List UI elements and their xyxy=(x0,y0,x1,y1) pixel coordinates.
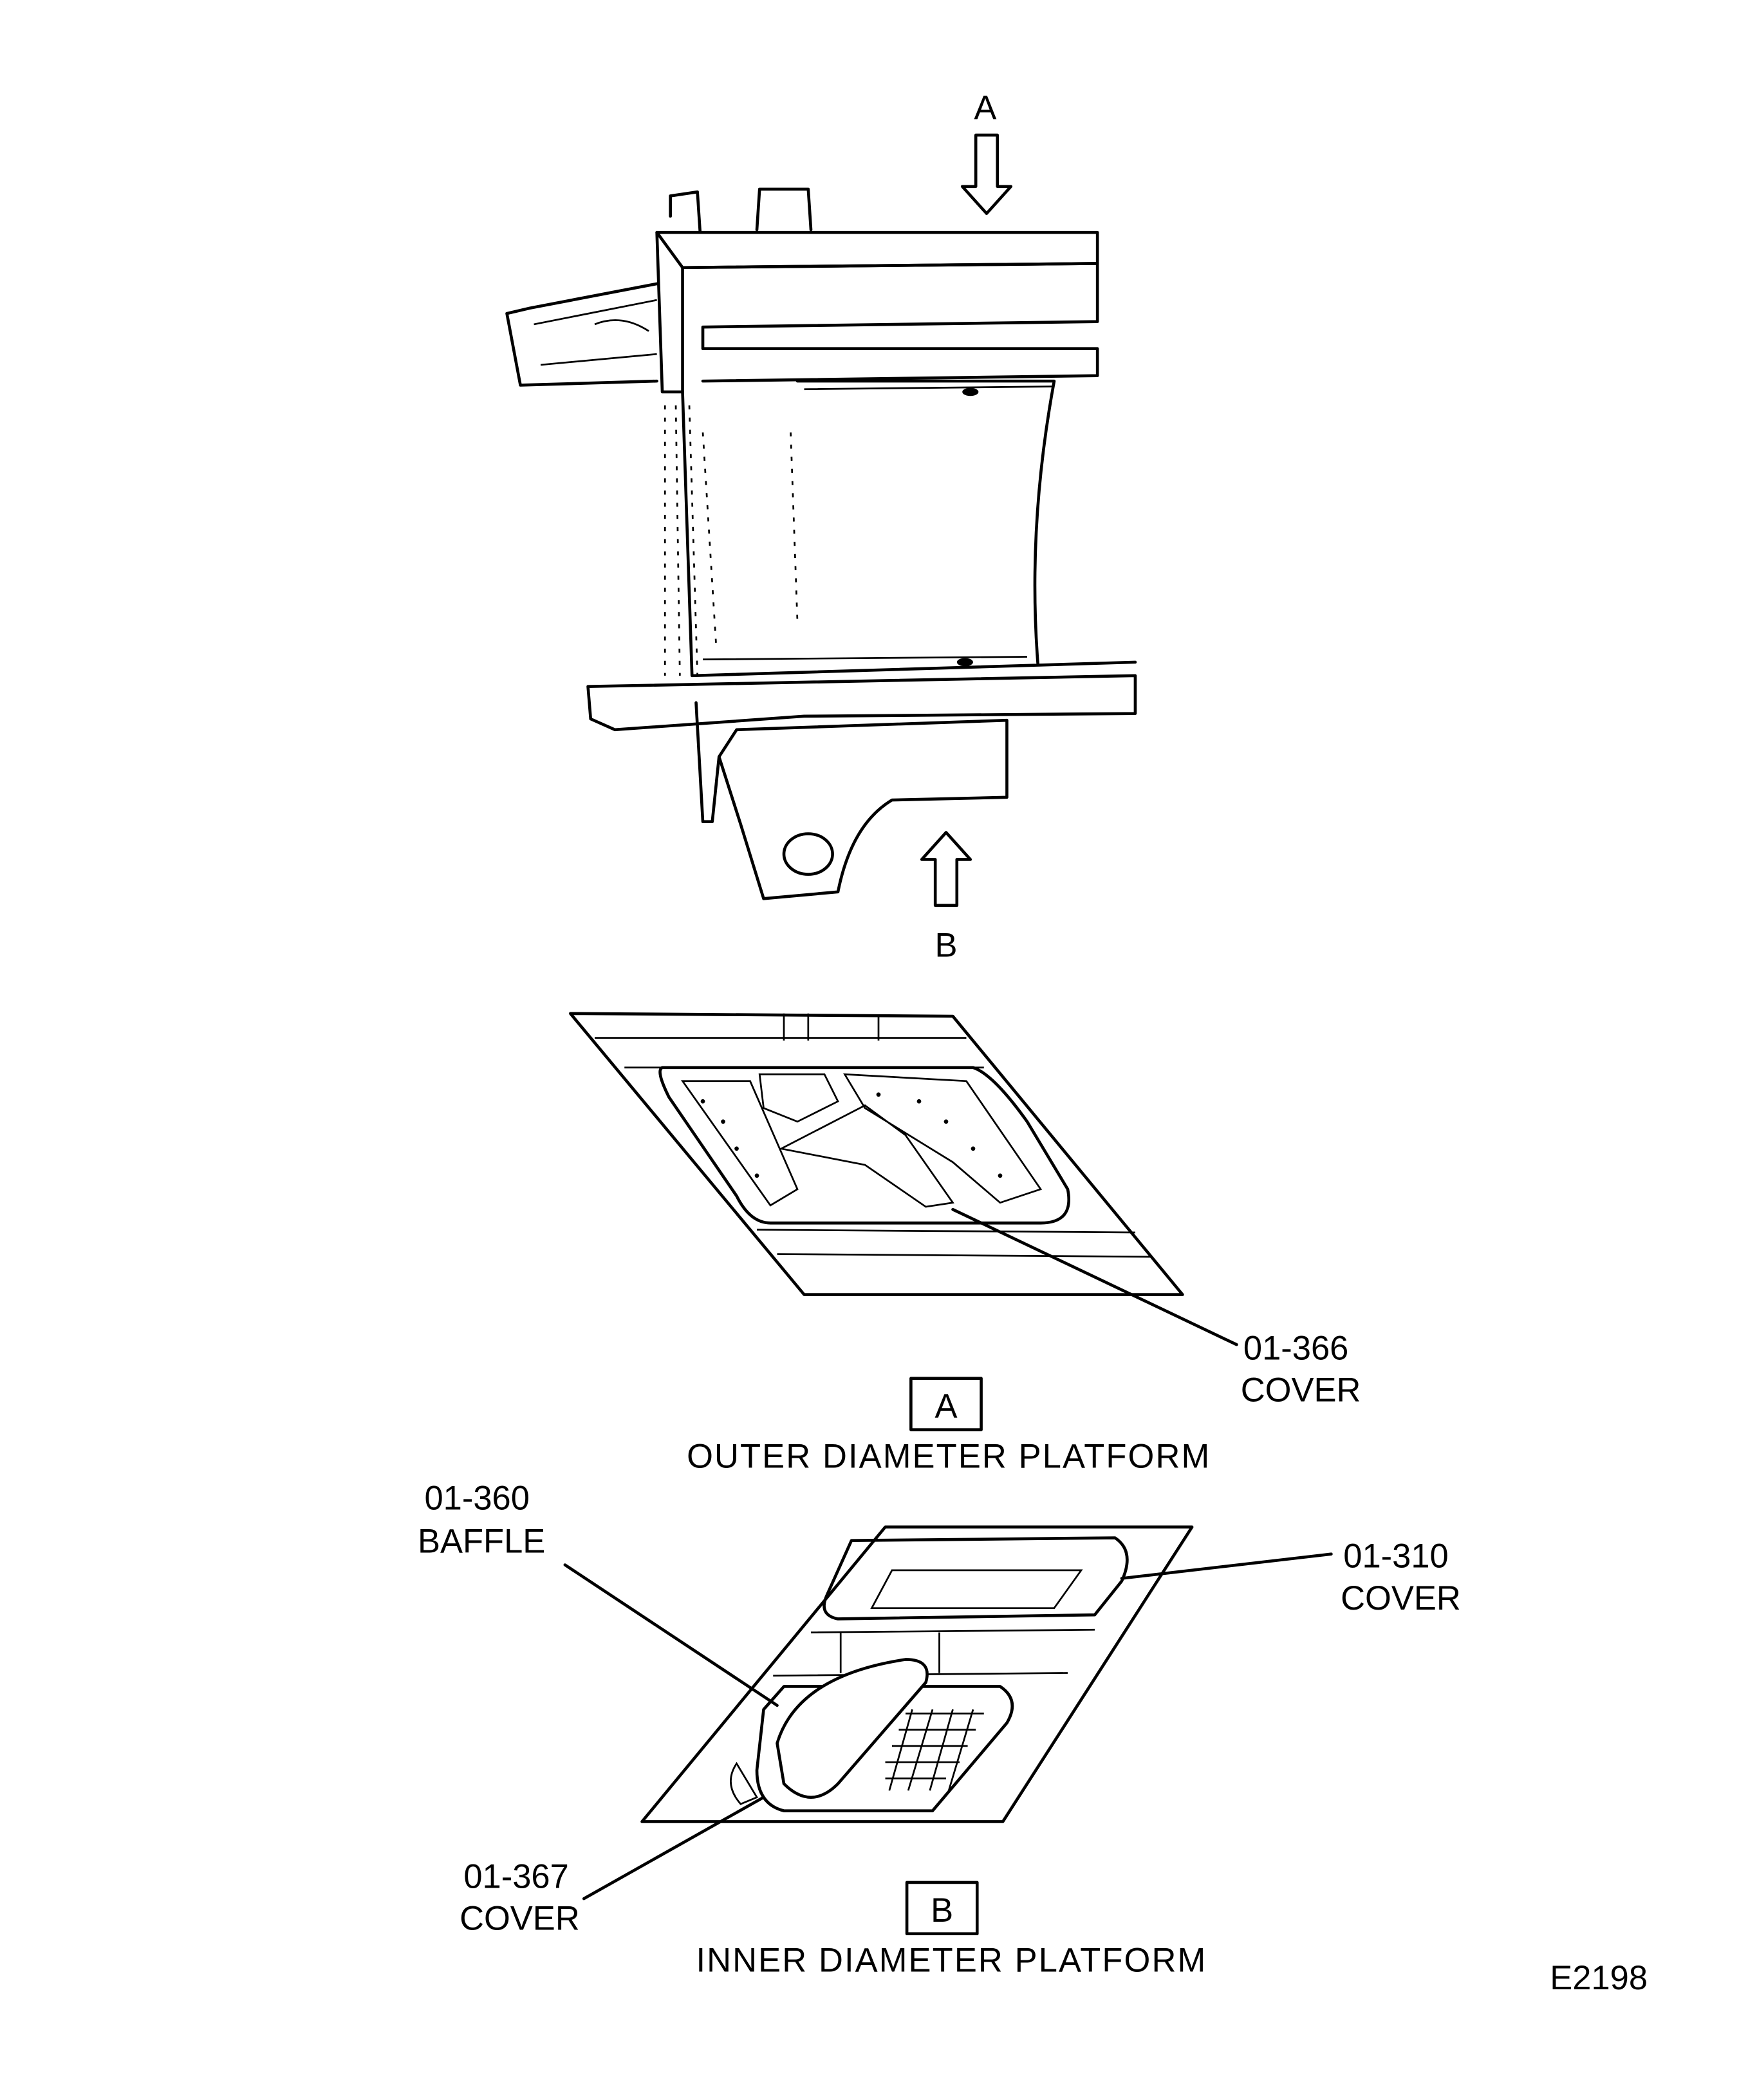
callout-01-366-leader xyxy=(951,1207,1238,1346)
callout-01-367-part: 01-367 xyxy=(463,1857,568,1895)
callout-01-360-part: 01-360 xyxy=(424,1479,529,1517)
callout-01-367-name: COVER xyxy=(460,1899,580,1937)
figure-id: E2198 xyxy=(1550,1959,1648,1997)
callout-01-366-part: 01-366 xyxy=(1243,1329,1348,1367)
callout-01-310-leader xyxy=(1120,1552,1333,1580)
detail-a-box-label: A xyxy=(934,1388,957,1426)
callout-01-310-part: 01-310 xyxy=(1343,1538,1448,1575)
detail-a-title: OUTER DIAMETER PLATFORM xyxy=(687,1437,1211,1475)
vane-segment-drawing xyxy=(505,187,1137,900)
view-arrow-b-label: B xyxy=(934,927,957,965)
detail-a-outer-platform-drawing xyxy=(568,1012,1184,1296)
callout-01-310-name: COVER xyxy=(1341,1579,1461,1617)
callout-01-360-leader xyxy=(563,1563,779,1707)
view-arrow-a-label: A xyxy=(974,89,996,127)
detail-b-box-label: B xyxy=(931,1891,953,1929)
detail-b-inner-platform-drawing xyxy=(640,1525,1194,1823)
detail-b-title: INNER DIAMETER PLATFORM xyxy=(696,1942,1207,1980)
callout-01-367-leader xyxy=(582,1796,765,1900)
view-arrow-a-icon xyxy=(960,133,1013,216)
view-arrow-b-icon xyxy=(920,831,972,907)
detail-a-box xyxy=(909,1377,983,1431)
detail-b-box xyxy=(905,1881,979,1936)
callout-01-366-name: COVER xyxy=(1241,1371,1361,1409)
callout-01-360-name: BAFFLE xyxy=(418,1523,545,1561)
